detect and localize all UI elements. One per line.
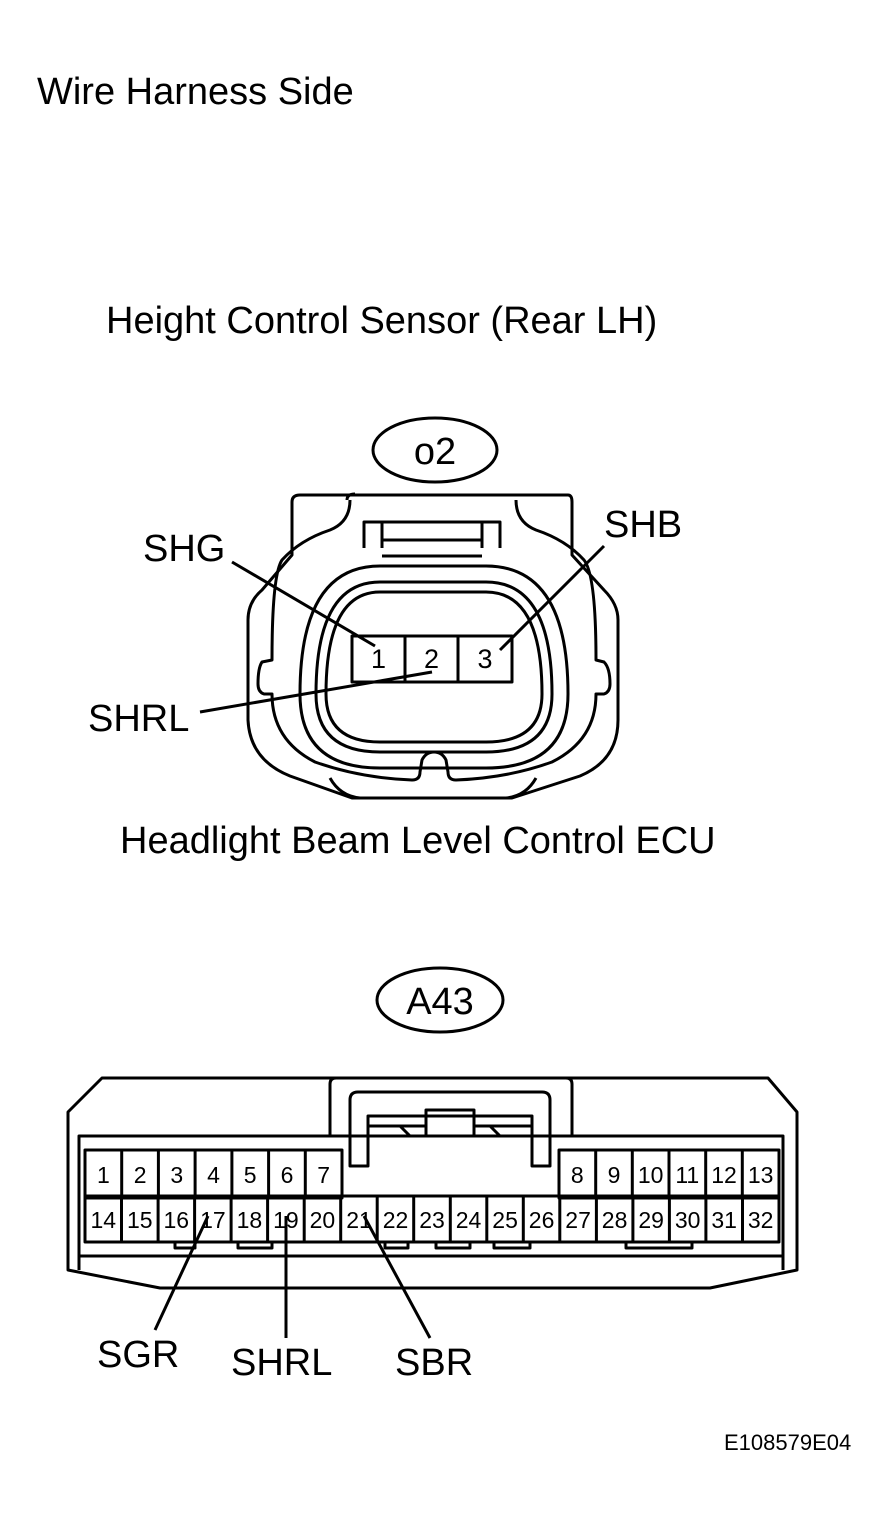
ecu-pin-8: 8	[571, 1162, 584, 1188]
sensor-pin-block	[350, 634, 514, 684]
label-sbr: SBR	[395, 1342, 474, 1384]
ecu-pin-21: 21	[346, 1207, 372, 1233]
ecu-connector-housing	[66, 1076, 799, 1290]
ecu-pin-16: 16	[164, 1207, 190, 1233]
ecu-pin-5: 5	[244, 1162, 257, 1188]
ecu-pin-20: 20	[310, 1207, 336, 1233]
ecu-pin-29: 29	[638, 1207, 664, 1233]
connector-o2-callout: o2	[371, 416, 499, 484]
ecu-pin-numbers-top-left: 1 2 3 4 5 6 7	[97, 1162, 330, 1188]
connector-a43-callout: A43	[375, 966, 505, 1034]
label-shrl-sensor: SHRL	[88, 698, 190, 740]
connector-o2-label: o2	[414, 431, 456, 473]
ecu-pin-4: 4	[207, 1162, 220, 1188]
ecu-pin-1: 1	[97, 1162, 110, 1188]
label-shg: SHG	[143, 528, 226, 570]
ecu-pin-27: 27	[565, 1207, 591, 1233]
ecu-pin-23: 23	[419, 1207, 445, 1233]
ecu-pin-32: 32	[748, 1207, 774, 1233]
ecu-pin-15: 15	[127, 1207, 153, 1233]
page-title: Wire Harness Side	[37, 71, 354, 113]
ecu-pin-14: 14	[91, 1207, 117, 1233]
sensor-title: Height Control Sensor (Rear LH)	[106, 300, 658, 342]
ecu-pin-28: 28	[602, 1207, 628, 1233]
ecu-pin-17: 17	[200, 1207, 226, 1233]
ecu-pin-7: 7	[317, 1162, 330, 1188]
label-sgr: SGR	[97, 1334, 180, 1376]
ecu-pin-18: 18	[237, 1207, 263, 1233]
ecu-pin-24: 24	[456, 1207, 482, 1233]
ecu-pin-10: 10	[638, 1162, 664, 1188]
sensor-pin-1: 1	[371, 644, 386, 674]
ecu-pin-numbers-bottom: 14 15 16 17 18 19 20 21 22 23 24 25 26 2…	[91, 1207, 774, 1233]
ecu-pin-numbers-top-right: 8 9 10 11 12 13	[571, 1162, 774, 1188]
sensor-leader-lines	[199, 544, 606, 714]
ecu-pin-26: 26	[529, 1207, 555, 1233]
ecu-pin-11: 11	[675, 1162, 699, 1188]
ecu-title: Headlight Beam Level Control ECU	[120, 820, 716, 862]
ecu-pin-30: 30	[675, 1207, 701, 1233]
sensor-pin-2: 2	[424, 644, 439, 674]
ecu-pin-6: 6	[281, 1162, 294, 1188]
ecu-pin-3: 3	[170, 1162, 183, 1188]
ecu-pin-2: 2	[134, 1162, 147, 1188]
ecu-pin-12: 12	[711, 1162, 737, 1188]
connector-a43-label: A43	[406, 981, 474, 1023]
figure-code: E108579E04	[724, 1430, 852, 1455]
ecu-pin-31: 31	[711, 1207, 737, 1233]
sensor-pin-3: 3	[477, 644, 492, 674]
ecu-pin-9: 9	[608, 1162, 621, 1188]
ecu-pin-22: 22	[383, 1207, 409, 1233]
ecu-pin-13: 13	[748, 1162, 774, 1188]
label-shrl-ecu: SHRL	[231, 1342, 333, 1384]
ecu-pin-19: 19	[273, 1207, 299, 1233]
ecu-leader-lines	[153, 1215, 432, 1339]
ecu-pin-25: 25	[492, 1207, 518, 1233]
label-shb: SHB	[604, 504, 683, 546]
ecu-pin-grid	[83, 1148, 781, 1244]
sensor-connector-housing	[246, 492, 620, 800]
sensor-pin-numbers: 1 2 3	[371, 644, 493, 674]
